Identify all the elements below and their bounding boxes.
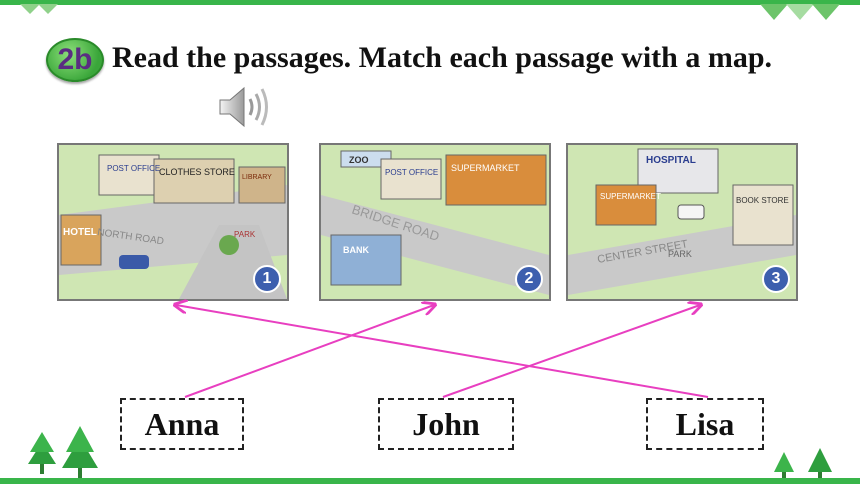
map-1-sign-post: POST OFFICE [107, 164, 160, 173]
map-3-illustration: HOSPITAL SUPERMARKET BOOK STORE CENTER S… [568, 145, 796, 299]
map-1-sign-store: CLOTHES STORE [159, 167, 235, 177]
decor-triangles-left [20, 4, 58, 14]
map-1-sign-hotel: HOTEL [63, 227, 97, 238]
match-line-lisa [176, 305, 709, 398]
map-1-sign-park: PARK [234, 230, 256, 239]
bottom-border-bar [0, 478, 860, 484]
map-3-sign-market: SUPERMARKET [600, 192, 661, 201]
speaker-icon[interactable] [214, 82, 274, 132]
exercise-badge: 2b [46, 38, 104, 82]
map-3-sign-park: PARK [668, 249, 692, 259]
match-line-anna [184, 305, 434, 398]
map-3[interactable]: HOSPITAL SUPERMARKET BOOK STORE CENTER S… [566, 143, 798, 301]
name-box-anna[interactable]: Anna [120, 398, 244, 450]
map-2-sign-zoo: ZOO [349, 155, 369, 165]
top-border-bar [0, 0, 860, 5]
map-1-illustration: POST OFFICE CLOTHES STORE LIBRARY HOTEL … [59, 145, 287, 299]
name-box-lisa[interactable]: Lisa [646, 398, 764, 450]
map-2-sign-market: SUPERMARKET [451, 163, 520, 173]
map-1[interactable]: POST OFFICE CLOTHES STORE LIBRARY HOTEL … [57, 143, 289, 301]
map-3-sign-hospital: HOSPITAL [646, 155, 696, 166]
tree-icons-right [774, 448, 832, 478]
instruction-text: Read the passages. Match each passage wi… [112, 41, 772, 74]
name-box-john[interactable]: John [378, 398, 514, 450]
map-3-sign-books: BOOK STORE [736, 196, 789, 205]
map-2-illustration: ZOO POST OFFICE SUPERMARKET BRIDGE ROAD … [321, 145, 549, 299]
map-2-sign-bank: BANK [343, 245, 369, 255]
map-3-number: 3 [762, 265, 790, 293]
decor-triangles-right [760, 4, 840, 20]
match-line-john [442, 305, 700, 398]
map-1-sign-library: LIBRARY [242, 174, 272, 181]
map-2-sign-post: POST OFFICE [385, 168, 438, 177]
tree-icons-left [28, 426, 98, 478]
map-2[interactable]: ZOO POST OFFICE SUPERMARKET BRIDGE ROAD … [319, 143, 551, 301]
map-2-number: 2 [515, 265, 543, 293]
map-1-number: 1 [253, 265, 281, 293]
